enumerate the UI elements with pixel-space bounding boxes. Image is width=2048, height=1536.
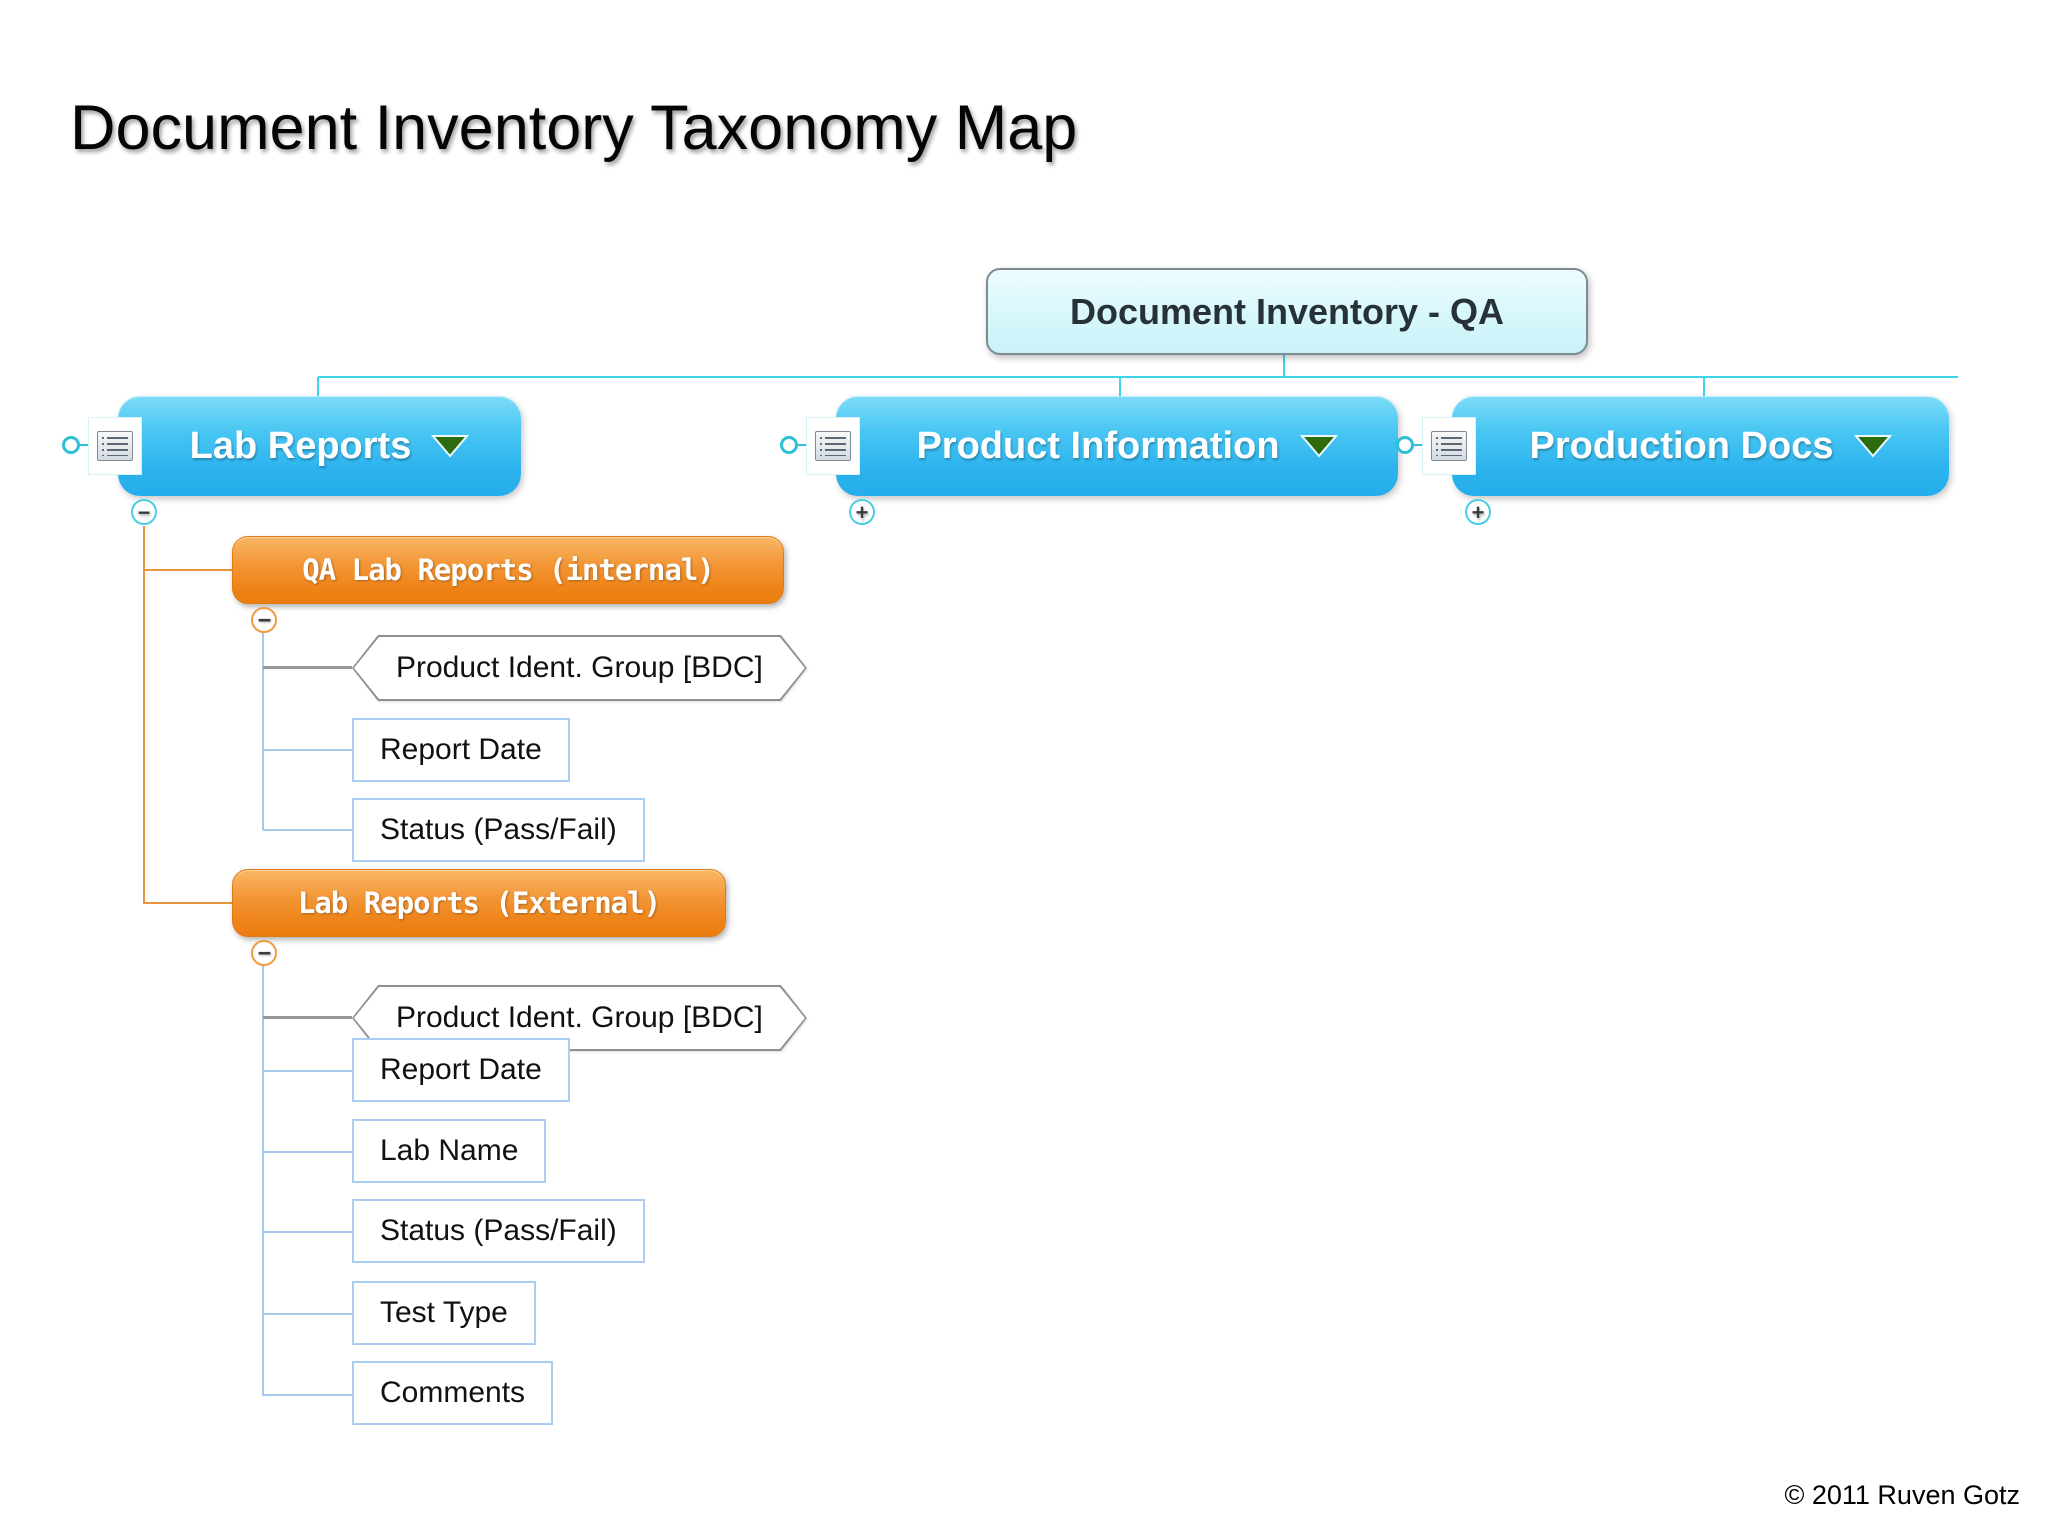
field-topic-comments[interactable]: Comments [352,1361,554,1425]
connector-line [262,632,264,830]
subtopic-label: QA Lab Reports (internal) [302,553,714,587]
root-topic[interactable]: Document Inventory - QA [986,268,1588,355]
dropdown-arrow-icon[interactable] [431,434,470,458]
connector-line [144,569,232,571]
connector-line [262,965,264,1396]
collapse-button[interactable]: − [251,940,277,966]
collapse-button[interactable]: − [251,607,277,633]
list-document-icon [88,417,142,475]
field-label: Status (Pass/Fail) [380,813,617,846]
connector-line [263,1070,352,1072]
field-topic-report-date[interactable]: Report Date [352,718,570,782]
list-document-icon [1422,417,1476,475]
field-label: Product Ident. Group [BDC] [396,651,763,684]
copyright-text: © 2011 Ruven Gotz [1784,1480,2020,1510]
connector-line [1119,377,1121,397]
connector-line [263,1016,352,1019]
field-topic-lab-name[interactable]: Lab Name [352,1119,547,1183]
connector-line [263,1231,352,1233]
connector-line [1283,355,1285,377]
field-topic-report-date[interactable]: Report Date [352,1038,570,1102]
field-topic-status-pass-fail[interactable]: Status (Pass/Fail) [352,1199,645,1263]
branch-topic-lab-reports[interactable]: Lab Reports − [62,396,521,525]
field-topic-status-pass-fail[interactable]: Status (Pass/Fail) [352,798,645,862]
field-label: Comments [380,1376,526,1409]
subtopic-qa-lab-reports-internal[interactable]: QA Lab Reports (internal) − [232,536,784,633]
connector-line [263,666,352,669]
root-topic-label: Document Inventory - QA [1069,290,1505,332]
connector-line [1703,377,1705,397]
field-label: Product Ident. Group [BDC] [396,1001,763,1034]
field-label: Report Date [380,1053,542,1086]
connector-line [144,902,232,904]
page-title: Document Inventory Taxonomy Map [70,93,1078,163]
field-label: Test Type [380,1296,508,1329]
connector-line [263,1313,352,1315]
anchor-stub [796,444,806,446]
field-topic-test-type[interactable]: Test Type [352,1281,536,1345]
branch-topic-label: Production Docs [1529,424,1834,467]
list-document-icon [806,417,860,475]
connector-line [318,376,1958,378]
expand-button[interactable]: + [849,499,875,525]
field-label: Status (Pass/Fail) [380,1214,617,1247]
anchor-stub [78,444,88,446]
dropdown-arrow-icon[interactable] [1853,434,1892,458]
expand-button[interactable]: + [1465,499,1491,525]
connector-line [263,1151,352,1153]
branch-topic-product-information[interactable]: Product Information + [780,396,1398,525]
connector-line [317,377,319,397]
field-label: Lab Name [380,1134,519,1167]
connector-line [263,749,352,751]
branch-topic-production-docs[interactable]: Production Docs + [1396,396,1949,525]
subtopic-lab-reports-external[interactable]: Lab Reports (External) − [232,869,726,966]
subtopic-label: Lab Reports (External) [297,886,661,920]
field-topic-product-ident-group[interactable]: Product Ident. Group [BDC] [352,635,807,701]
field-label: Report Date [380,733,542,766]
branch-topic-label: Product Information [916,424,1280,467]
connector-line [263,1394,352,1396]
connector-line [143,526,145,904]
anchor-stub [1412,444,1422,446]
dropdown-arrow-icon[interactable] [1299,434,1338,458]
collapse-button[interactable]: − [131,499,157,525]
branch-topic-label: Lab Reports [189,424,412,467]
connector-line [263,829,352,831]
